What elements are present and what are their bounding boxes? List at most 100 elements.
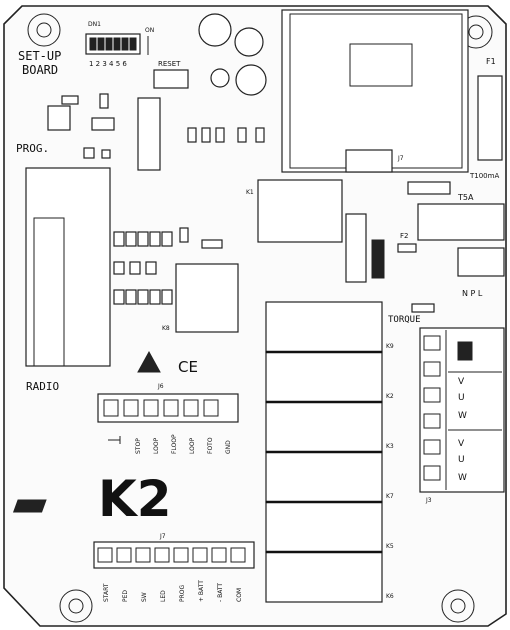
relay-k8 (175, 263, 239, 333)
fuse-f1 (477, 75, 503, 161)
j6-pin-label: STOP (135, 438, 142, 454)
mains-labels: N P L (462, 289, 483, 298)
led (101, 149, 111, 159)
regulator (47, 105, 71, 131)
k8-label: K8 (162, 325, 170, 332)
relay-k7 (265, 451, 383, 503)
relay-bank (265, 301, 383, 603)
j6-pin-label: FOTO (207, 437, 214, 454)
j6-label: J6 (157, 383, 164, 390)
transformer (281, 9, 469, 173)
j6-pin-label: GND (225, 440, 232, 454)
capacitor-smd (91, 117, 115, 131)
j3-label: J3 (425, 497, 432, 504)
j2-pin-label: W (458, 473, 467, 483)
j7-bottom-label: J7 (159, 533, 166, 540)
relay-label: K9 (386, 343, 394, 350)
relay-k9 (265, 301, 383, 353)
transistor (99, 93, 109, 109)
j7-pin-label: START (103, 583, 110, 602)
capacitor (235, 64, 267, 96)
relay-label: K5 (386, 543, 394, 550)
reset-button[interactable] (153, 69, 189, 89)
relay-k5 (265, 501, 383, 553)
ce-mark: CE (178, 358, 198, 376)
j6-pin-label: LOOP (189, 437, 196, 454)
relay-k1 (257, 179, 343, 243)
j2-pin-label: V (458, 439, 465, 449)
j7-terminals (97, 547, 246, 563)
varistor (371, 239, 385, 279)
fuse-holder (407, 181, 451, 195)
resistor (255, 127, 265, 143)
mains-terminal (417, 203, 505, 241)
f1-label: F1 (486, 57, 496, 66)
j7-pin-label: PED (122, 590, 129, 602)
k1-label: K1 (246, 189, 254, 196)
relay-k2 (265, 351, 383, 403)
capacitor (234, 27, 264, 57)
f1-rating: T100mA (469, 172, 499, 180)
j2-pin-label: V (458, 377, 465, 387)
esd-warning-icon (137, 350, 161, 373)
capacitor (210, 68, 230, 88)
j7-pin-label: COM (236, 588, 243, 602)
j7-pin-label: + BATT (198, 580, 205, 602)
ground-icon (108, 436, 121, 444)
mains-block (457, 247, 505, 277)
resistor (187, 127, 197, 143)
resistor (201, 127, 211, 143)
capacitor (198, 13, 232, 47)
dip-on-label: ON (145, 27, 154, 34)
j7-pin-label: - BATT (217, 583, 224, 602)
capacitor-large (345, 213, 367, 283)
transistor (61, 95, 79, 105)
relay-k3 (265, 401, 383, 453)
j2-pin-label: U (458, 455, 465, 465)
j7-pin-label: PROG (179, 584, 186, 602)
j2-pin-label: U (458, 393, 465, 403)
resistor (201, 239, 223, 249)
torque-trimmer[interactable] (411, 303, 435, 313)
chip-ic (137, 97, 161, 171)
relay-label: K6 (386, 593, 394, 600)
resistor (179, 227, 189, 243)
model-label: K2 (98, 470, 172, 528)
board-label: BOARD (22, 63, 58, 77)
j7-pin-label: LED (160, 590, 167, 602)
j2-pin-label: W (458, 411, 467, 421)
ic-row-lower (113, 289, 173, 305)
connector-j6[interactable] (97, 393, 239, 423)
dip-numbers: 1 2 3 4 5 6 (89, 60, 127, 68)
fuse-f2 (397, 243, 417, 253)
resistor (237, 127, 247, 143)
relay-k6 (265, 551, 383, 603)
radio-module[interactable] (25, 167, 111, 367)
j7-pin-label: SW (141, 592, 148, 602)
radio-label: RADIO (26, 380, 59, 393)
torque-label: TORQUE (388, 315, 421, 325)
setup-label: SET-UP (18, 49, 61, 63)
connector-j7 (345, 149, 393, 173)
j6-pin-label: LOOP (153, 437, 160, 454)
j6-pin-label: FLOOP (171, 434, 178, 454)
prog-button[interactable] (83, 147, 95, 159)
dip-switch-levers (89, 37, 137, 51)
relay-label: K3 (386, 443, 394, 450)
j7-label: J7 (397, 155, 404, 162)
relay-label: K2 (386, 393, 394, 400)
j2-terminals (423, 335, 441, 481)
j6-terminals (103, 399, 219, 417)
relay-label: K7 (386, 493, 394, 500)
reset-label: RESET (158, 60, 181, 68)
f2-rating: T5A (457, 193, 474, 202)
connector-tab (457, 341, 473, 361)
resistor (215, 127, 225, 143)
dip-label: DN1 (88, 21, 101, 28)
ic-row-middle (113, 261, 157, 275)
ic-row-upper (113, 231, 173, 247)
brand-logo (12, 499, 47, 513)
f2-label: F2 (400, 232, 408, 240)
prog-label: PROG. (16, 142, 49, 155)
